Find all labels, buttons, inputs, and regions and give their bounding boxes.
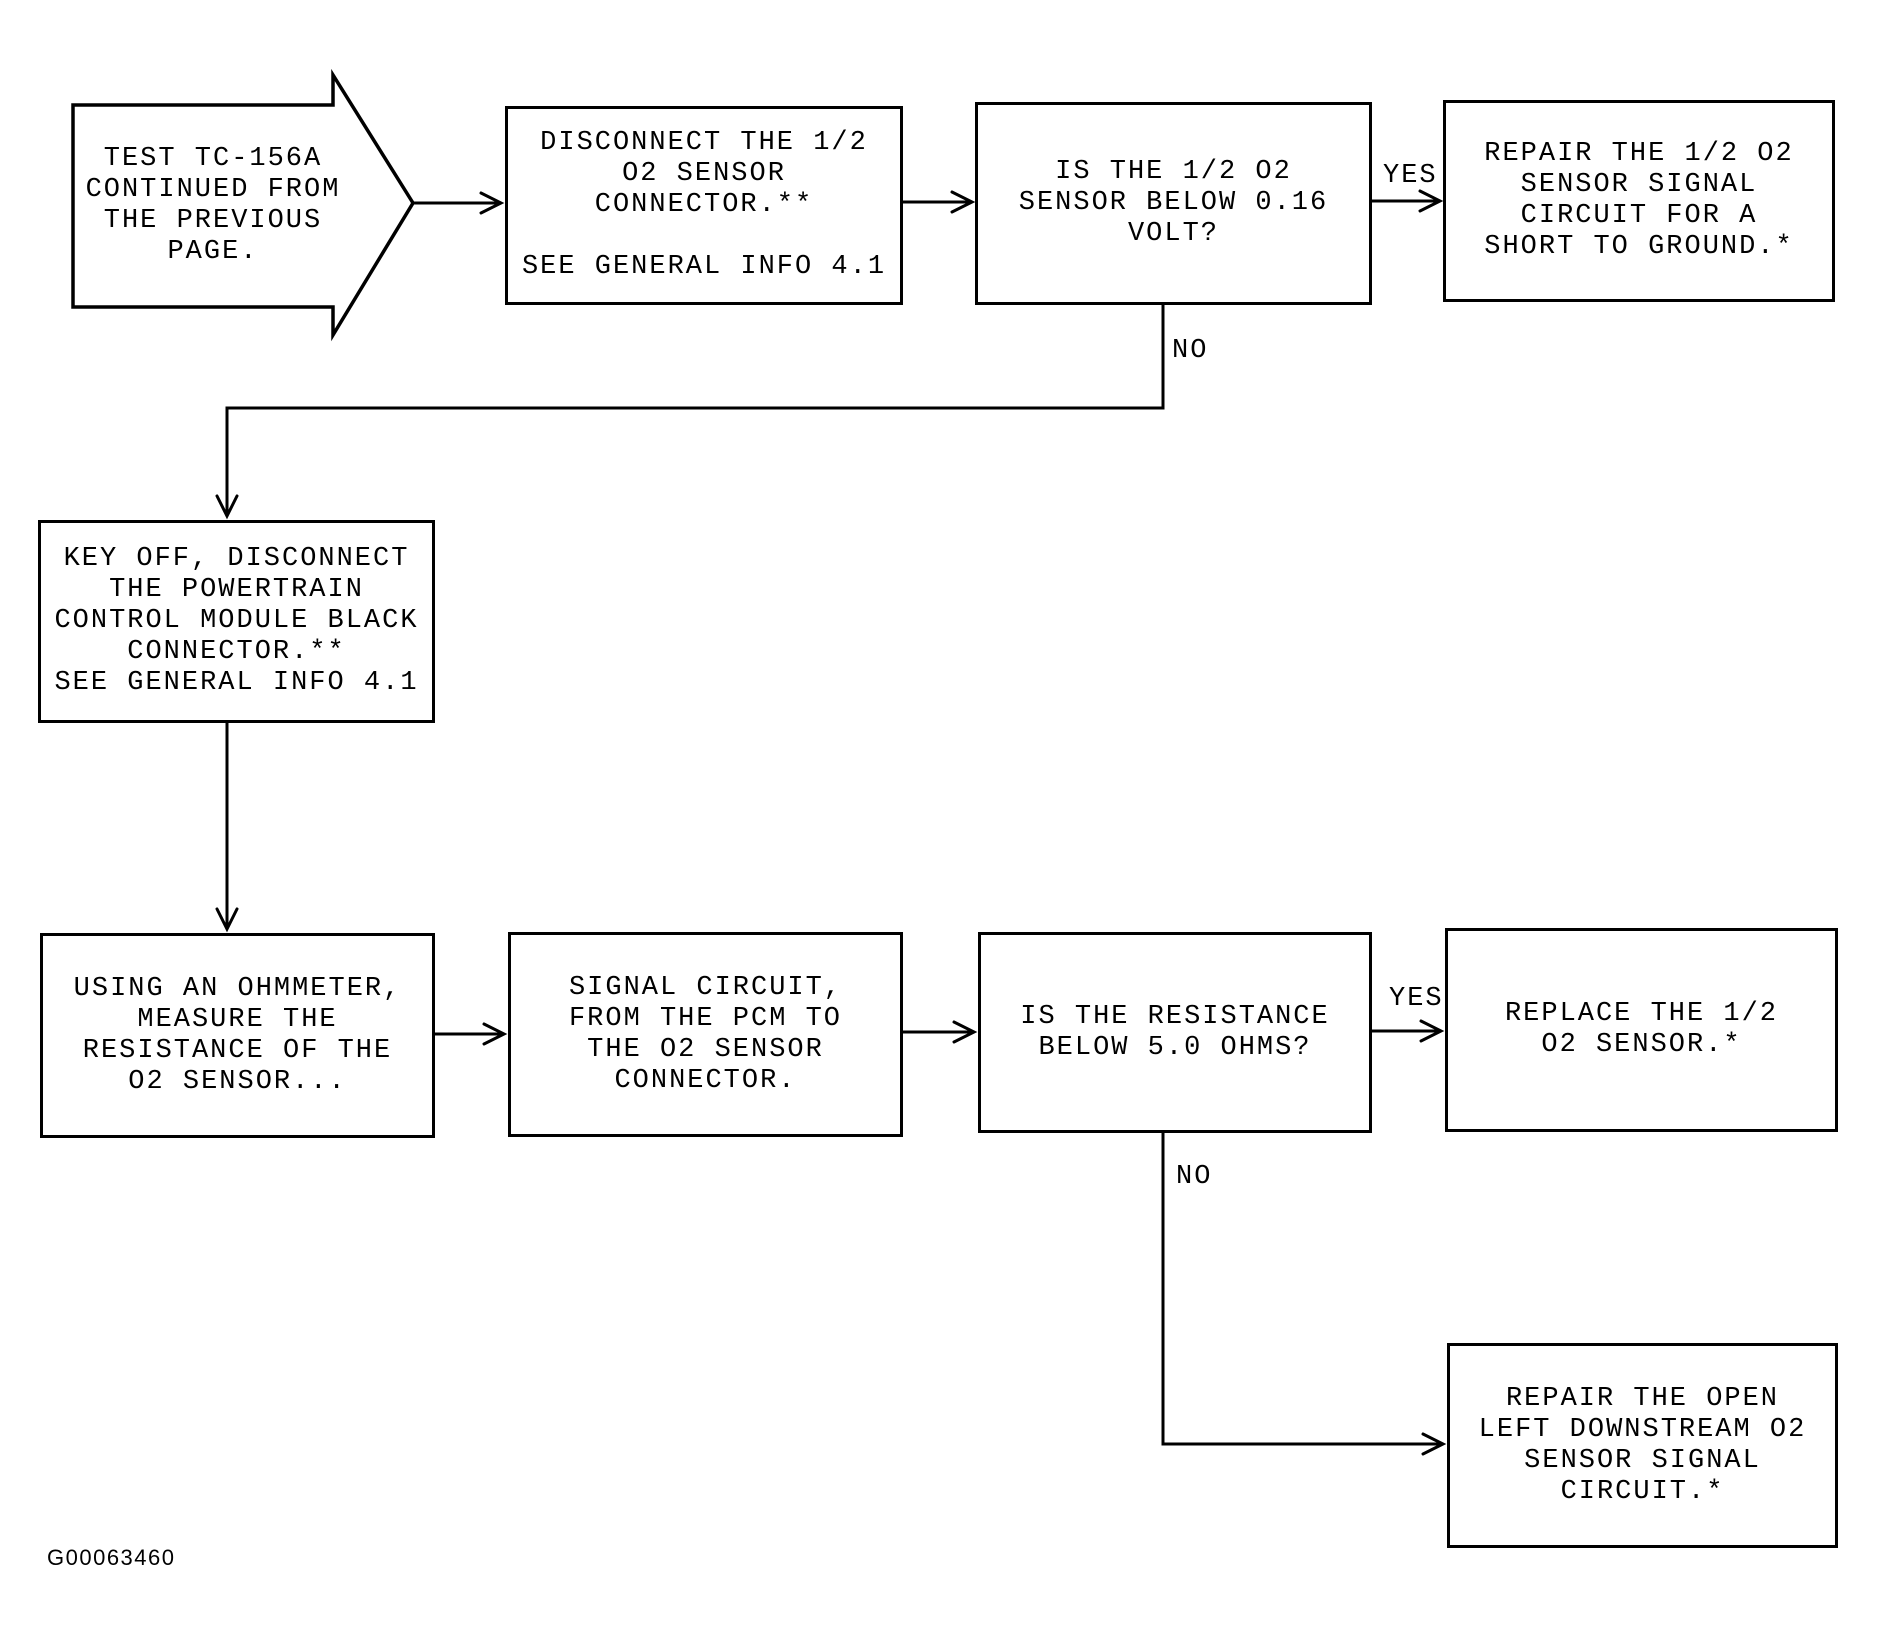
figure-id-label: G00063460 <box>47 1545 176 1570</box>
node-repair-open: REPAIR THE OPEN LEFT DOWNSTREAM O2 SENSO… <box>1447 1343 1838 1548</box>
node-signal-circuit: SIGNAL CIRCUIT, FROM THE PCM TO THE O2 S… <box>508 932 903 1137</box>
edge-label-resistance-no: NO <box>1176 1162 1213 1192</box>
node-repair-short-text: REPAIR THE 1/2 O2 SENSOR SIGNAL CIRCUIT … <box>1484 139 1794 262</box>
node-replace-sensor-text: REPLACE THE 1/2 O2 SENSOR.* <box>1504 999 1779 1060</box>
node-volt-check-text: IS THE 1/2 O2 SENSOR BELOW 0.16 VOLT? <box>1018 157 1329 249</box>
edge-resistance-no-to-repair-open <box>1161 1133 1447 1456</box>
node-signal-circuit-text: SIGNAL CIRCUIT, FROM THE PCM TO THE O2 S… <box>568 972 843 1096</box>
edge-label-resistance-yes: YES <box>1389 984 1444 1014</box>
node-key-off: KEY OFF, DISCONNECT THE POWERTRAIN CONTR… <box>38 520 435 723</box>
node-key-off-text: KEY OFF, DISCONNECT THE POWERTRAIN CONTR… <box>54 544 419 698</box>
node-disconnect-sensor-text: DISCONNECT THE 1/2 O2 SENSOR CONNECTOR.*… <box>521 128 887 282</box>
node-start-text: TEST TC-156A CONTINUED FROM THE PREVIOUS… <box>85 144 341 267</box>
node-volt-check: IS THE 1/2 O2 SENSOR BELOW 0.16 VOLT? <box>975 102 1372 305</box>
node-resistance-check: IS THE RESISTANCE BELOW 5.0 OHMS? <box>978 932 1372 1133</box>
node-resistance-check-text: IS THE RESISTANCE BELOW 5.0 OHMS? <box>1020 1001 1330 1063</box>
node-replace-sensor: REPLACE THE 1/2 O2 SENSOR.* <box>1445 928 1838 1132</box>
node-repair-short: REPAIR THE 1/2 O2 SENSOR SIGNAL CIRCUIT … <box>1443 100 1835 302</box>
node-disconnect-sensor: DISCONNECT THE 1/2 O2 SENSOR CONNECTOR.*… <box>505 106 903 305</box>
offpage-connector-shape <box>71 68 416 342</box>
edge-volt-no-to-key-off <box>215 305 1165 520</box>
edge-label-volt-yes: YES <box>1383 161 1438 191</box>
node-ohmmeter: USING AN OHMMETER, MEASURE THE RESISTANC… <box>40 933 435 1138</box>
edge-label-volt-no: NO <box>1172 336 1209 366</box>
node-ohmmeter-text: USING AN OHMMETER, MEASURE THE RESISTANC… <box>73 973 402 1097</box>
node-repair-open-text: REPAIR THE OPEN LEFT DOWNSTREAM O2 SENSO… <box>1478 1383 1807 1507</box>
node-start-offpage-connector: TEST TC-156A CONTINUED FROM THE PREVIOUS… <box>78 105 348 307</box>
